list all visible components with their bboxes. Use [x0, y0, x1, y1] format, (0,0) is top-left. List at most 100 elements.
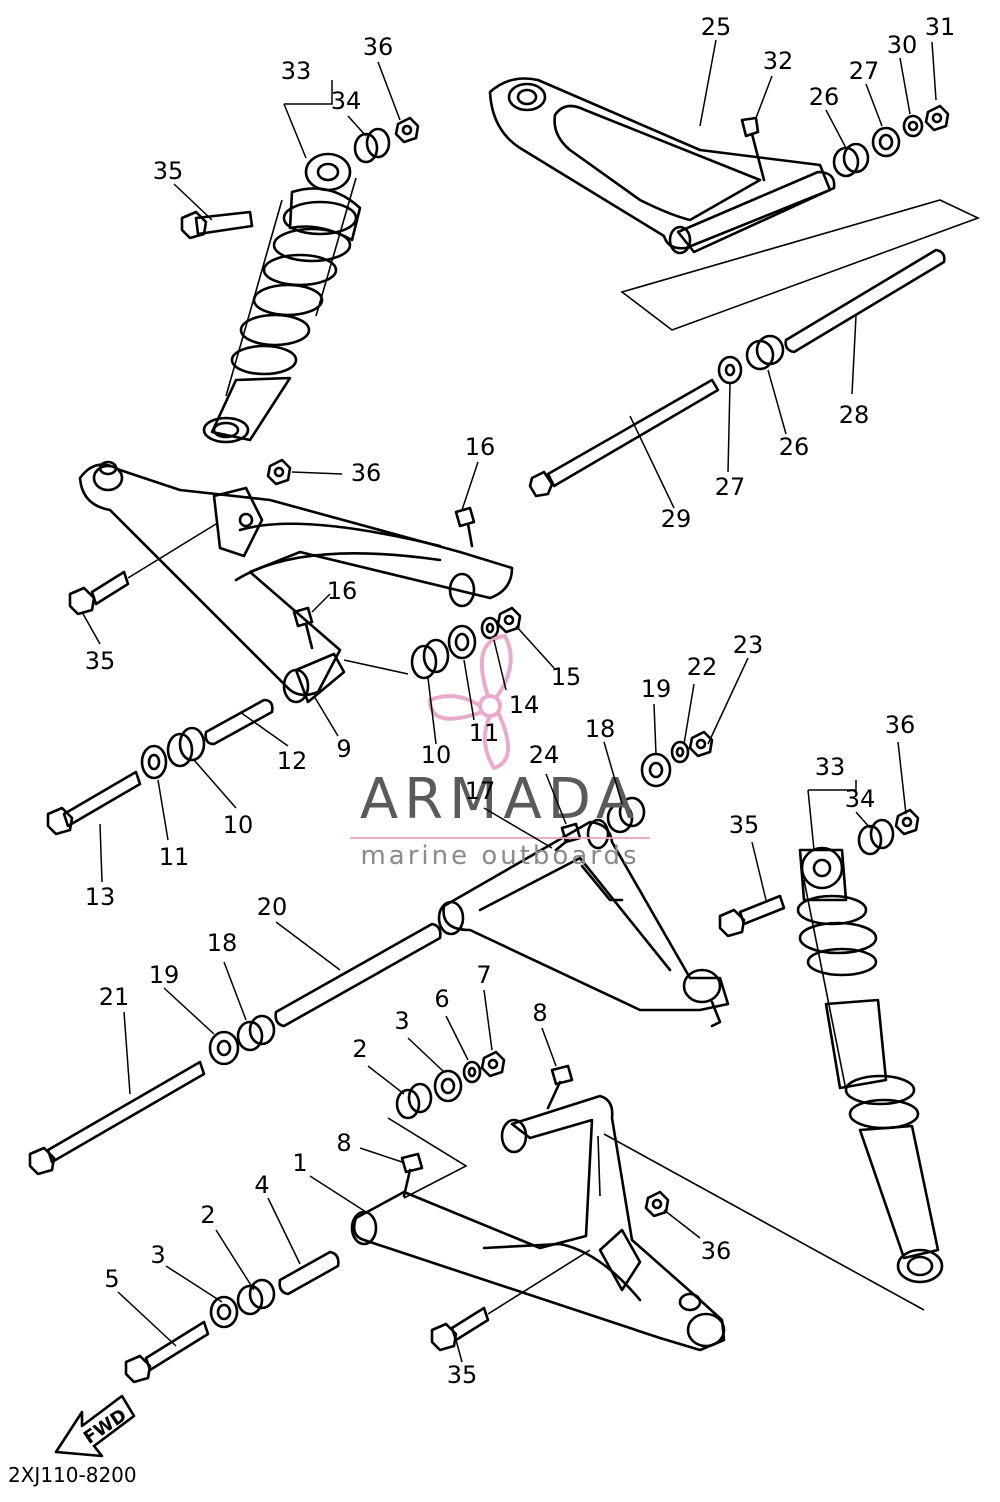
callout-29: 29	[661, 505, 692, 533]
nut-36-lower-right	[894, 808, 920, 836]
callout-32: 32	[763, 47, 794, 75]
callout-24: 24	[529, 741, 560, 769]
callout-34: 34	[331, 87, 362, 115]
grease-nipple-8-lower	[400, 1152, 424, 1198]
callout-21: 21	[99, 983, 130, 1011]
upper-arm-25	[488, 77, 981, 331]
callout-7: 7	[476, 961, 491, 989]
callout-18: 18	[207, 929, 238, 957]
collar-4	[278, 1250, 340, 1296]
washer-19-right	[640, 752, 672, 788]
callout-33: 33	[815, 753, 846, 781]
callout-35: 35	[729, 811, 760, 839]
collar-20	[274, 922, 442, 1028]
lower-arm-right-17	[437, 818, 730, 1028]
washer-11-right	[447, 624, 477, 660]
callout-26: 26	[779, 433, 810, 461]
washer-3-lower	[209, 1295, 239, 1329]
bushing-10-right	[410, 638, 450, 680]
bolt-35-lower-right	[718, 894, 786, 938]
watermark-tagline: marine outboards	[360, 841, 639, 871]
bushing-34-lower	[857, 818, 895, 856]
callout-2: 2	[200, 1201, 215, 1229]
callout-36: 36	[351, 459, 382, 487]
callout-11: 11	[469, 719, 500, 747]
callout-4: 4	[254, 1171, 269, 1199]
callout-13: 13	[85, 883, 116, 911]
callout-5: 5	[104, 1265, 119, 1293]
callout-19: 19	[149, 961, 180, 989]
callout-16: 16	[465, 433, 496, 461]
collar-28	[784, 248, 946, 354]
fwd-label: FWD	[80, 1405, 131, 1449]
callout-28: 28	[839, 401, 870, 429]
bolt-5	[124, 1320, 210, 1384]
callout-25: 25	[701, 13, 732, 41]
bracket-lines	[387, 1117, 601, 1199]
callout-27: 27	[715, 473, 746, 501]
callout-36: 36	[885, 711, 916, 739]
callout-35: 35	[447, 1361, 478, 1389]
callout-15: 15	[551, 663, 582, 691]
bolt-21	[28, 1060, 206, 1176]
callout-6: 6	[434, 985, 449, 1013]
callout-1: 1	[292, 1149, 307, 1177]
washer-11-left	[140, 744, 168, 780]
callout-20: 20	[257, 893, 288, 921]
grease-nipple-16-lower	[292, 606, 314, 650]
callout-23: 23	[733, 631, 764, 659]
bushing-10-left	[166, 726, 206, 768]
callout-3: 3	[150, 1241, 165, 1269]
washer-14	[480, 616, 500, 640]
callout-33: 33	[281, 57, 312, 85]
callout-18: 18	[585, 715, 616, 743]
nut-31	[924, 104, 950, 132]
bolt-35-upper	[180, 210, 254, 240]
washer-19-left	[208, 1030, 240, 1066]
bushing-2-upper	[395, 1082, 433, 1120]
grease-nipple-8-upper	[546, 1064, 574, 1110]
bolt-35-mid	[68, 523, 217, 616]
bushing-34-upper	[353, 127, 391, 164]
nut-7	[480, 1050, 506, 1078]
bushing-26-upper	[832, 142, 870, 178]
callout-9: 9	[336, 735, 351, 763]
callout-14: 14	[509, 691, 540, 719]
nut-36-bottom	[644, 1190, 670, 1218]
diagram-code: 2XJ110-8200	[8, 1463, 137, 1487]
nut-15	[496, 606, 522, 634]
callout-34: 34	[845, 785, 876, 813]
bolt-13	[46, 770, 142, 836]
callout-10: 10	[421, 741, 452, 769]
watermark-brand: ARMADA	[360, 767, 640, 832]
callout-19: 19	[641, 675, 672, 703]
bushing-18-right	[606, 796, 646, 834]
callout-27: 27	[849, 57, 880, 85]
washer-27-lower	[717, 355, 743, 385]
washer-22	[670, 740, 690, 764]
callout-31: 31	[925, 13, 956, 41]
callout-2: 2	[352, 1035, 367, 1063]
callout-30: 30	[887, 31, 918, 59]
washer-30	[902, 114, 924, 138]
collar-12	[204, 698, 274, 746]
callout-12: 12	[277, 747, 308, 775]
grease-nipple-32	[740, 116, 766, 182]
bolt-29	[528, 378, 720, 498]
bushing-18-left	[236, 1014, 276, 1052]
callout-17: 17	[465, 777, 496, 805]
washer-6	[462, 1060, 482, 1084]
callout-35: 35	[85, 647, 116, 675]
lower-arm-1	[350, 1094, 925, 1352]
nut-36-mid	[266, 458, 292, 486]
bushing-26-lower	[745, 334, 785, 371]
callout-16: 16	[327, 577, 358, 605]
fwd-arrow-icon: FWD	[54, 1394, 136, 1458]
callout-36: 36	[701, 1237, 732, 1265]
callout-26: 26	[809, 83, 840, 111]
callout-3: 3	[394, 1007, 409, 1035]
callout-35: 35	[153, 157, 184, 185]
washer-27-upper	[871, 126, 901, 158]
callout-8: 8	[532, 999, 547, 1027]
